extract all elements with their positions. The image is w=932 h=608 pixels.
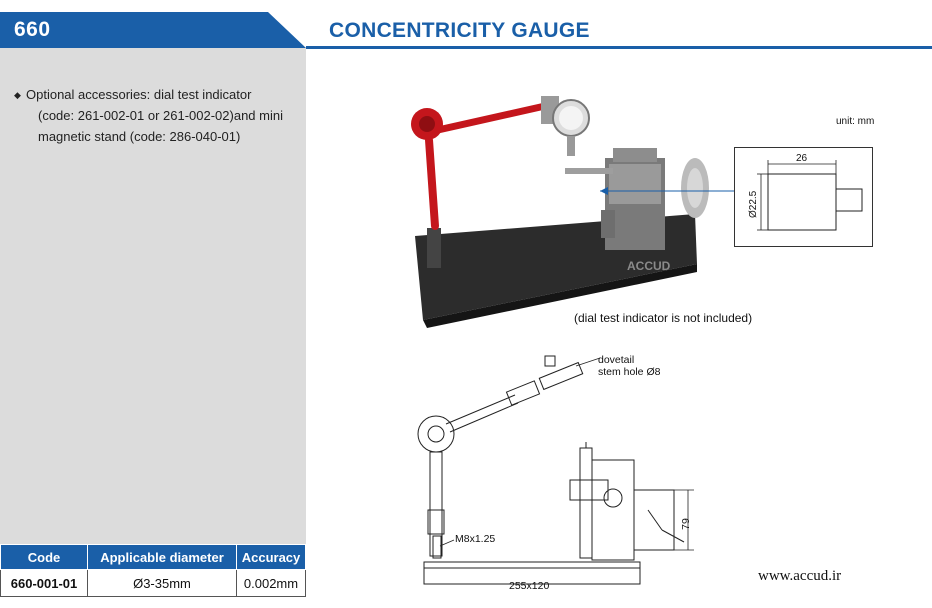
dimension-diameter: Ø22.5	[748, 190, 759, 218]
accessories-line-1: Optional accessories: dial test indicato…	[26, 87, 252, 102]
table-row: 660-001-01 Ø3-35mm 0.002mm	[0, 569, 306, 597]
label-height: 79	[679, 518, 692, 530]
left-panel	[0, 48, 306, 548]
spec-header-code: Code	[0, 544, 88, 570]
spec-table: Code Applicable diameter Accuracy 660-00…	[0, 544, 306, 597]
spec-cell-accuracy: 0.002mm	[236, 569, 306, 597]
label-thread: M8x1.25	[455, 533, 496, 545]
spec-table-header-row: Code Applicable diameter Accuracy	[0, 544, 306, 570]
diamond-bullet-icon: ◆	[14, 90, 21, 100]
product-code: 660	[14, 18, 51, 41]
unit-label: unit: mm	[836, 116, 875, 127]
dimension-callout: 26 Ø22.5	[734, 147, 873, 247]
header-code-tab	[0, 12, 306, 48]
spec-cell-diameter: Ø3-35mm	[87, 569, 237, 597]
brand-mark: ACCUD	[627, 259, 671, 273]
label-base-size: 255x120	[509, 580, 550, 592]
technical-drawing	[417, 355, 694, 585]
website-url: www.accud.ir	[758, 568, 842, 584]
label-stem-hole: stem hole Ø8	[598, 366, 661, 378]
page-title: CONCENTRICITY GAUGE	[329, 19, 590, 42]
accessories-line-3: magnetic stand (code: 286-040-01)	[38, 129, 241, 144]
header-divider	[306, 46, 932, 49]
dimension-width: 26	[796, 153, 808, 164]
spec-cell-code: 660-001-01	[0, 569, 88, 597]
label-dovetail: dovetail	[598, 354, 635, 366]
spec-header-diameter: Applicable diameter	[87, 544, 237, 570]
accessories-line-2: (code: 261-002-01 or 261-002-02)and mini	[38, 108, 283, 123]
photo-note: (dial test indicator is not included)	[574, 311, 753, 325]
spec-header-accuracy: Accuracy	[236, 544, 306, 570]
callout-line	[600, 187, 736, 195]
product-photo: ACCUD	[395, 88, 725, 328]
